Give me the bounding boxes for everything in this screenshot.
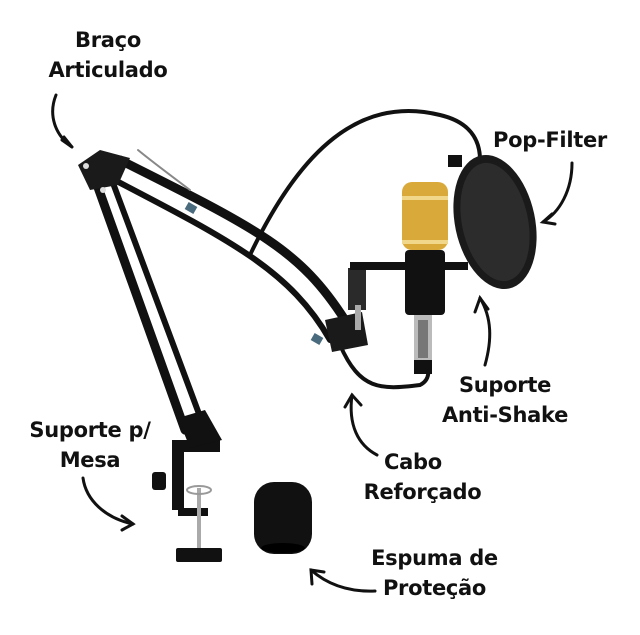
shock-mount <box>350 262 468 270</box>
microphone <box>350 182 468 374</box>
pop-filter <box>448 154 537 290</box>
label-pop-filter: Pop-Filter <box>493 128 607 152</box>
cable-arrow-icon <box>349 393 379 457</box>
desk-clamp-arrow-icon <box>81 476 135 526</box>
foam-windscreen <box>254 482 312 554</box>
callout-arrows <box>51 93 574 593</box>
articulated-arm <box>85 109 482 435</box>
label-desk-clamp: Suporte p/ Mesa <box>29 418 151 472</box>
label-cable: Cabo Reforçado <box>363 450 482 504</box>
mount-bracket <box>348 268 366 310</box>
label-arm: Braço Articulado <box>48 28 168 82</box>
arm-end-joint <box>325 312 368 352</box>
foam-arrow-icon <box>309 568 377 593</box>
label-foam: Espuma de Proteção <box>371 546 498 600</box>
label-shock-mount: Suporte Anti-Shake <box>441 373 569 427</box>
pop-filter-arrow-icon <box>541 161 574 224</box>
desk-clamp <box>152 410 222 562</box>
arm-top-joint <box>78 150 130 190</box>
